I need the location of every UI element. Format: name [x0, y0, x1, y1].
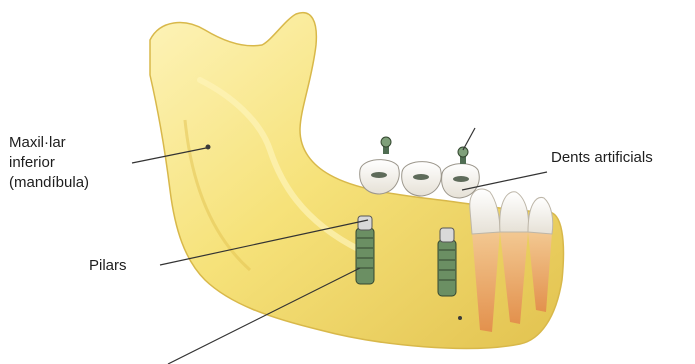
jaw-point-marker	[206, 145, 211, 150]
implant-left	[356, 216, 374, 284]
artificial-teeth	[360, 137, 480, 198]
jaw-label-line-1: Maxil·lar	[9, 133, 89, 153]
jaw-label-line-3: (mandíbula)	[9, 173, 89, 193]
abutments-label: Pilars	[89, 256, 127, 276]
leader-screw	[463, 128, 475, 150]
jaw-label-line-2: inferior	[9, 153, 89, 173]
artificial-teeth-label: Dents artificials	[551, 148, 653, 168]
jaw-label: Maxil·lar inferior (mandíbula)	[9, 133, 89, 193]
natural-teeth	[470, 189, 553, 332]
implant-right	[438, 228, 456, 296]
mandible	[150, 13, 563, 349]
